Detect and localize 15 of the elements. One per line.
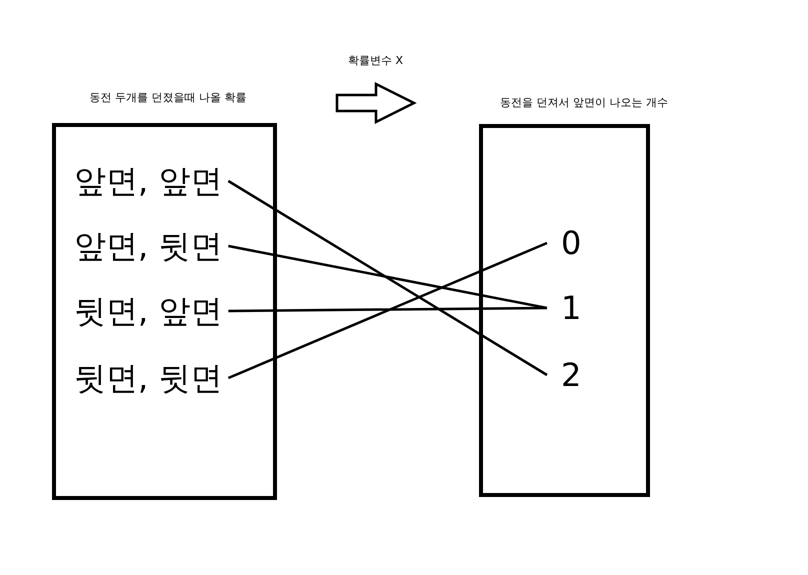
connector-line — [228, 180, 548, 376]
outcome-label: 앞면, 뒷면 — [74, 230, 222, 262]
value-label: 2 — [561, 359, 582, 391]
panel-heading: 동전을 던져서 앞면이 나오는 개수 — [500, 95, 668, 110]
outcome-label: 앞면, 앞면 — [74, 165, 222, 197]
value-label: 0 — [561, 227, 582, 259]
value-label: 1 — [561, 292, 582, 324]
panel-heading: 동전 두개를 던졌을때 나올 확률 — [90, 90, 246, 105]
edge-label: 확률변수 X — [348, 53, 404, 68]
connector-line — [228, 306, 548, 312]
connector-line — [228, 244, 548, 310]
connector-line — [228, 242, 548, 380]
outcome-label: 뒷면, 앞면 — [74, 295, 222, 327]
block-arrow — [336, 82, 417, 124]
outcome-label: 뒷면, 뒷면 — [74, 362, 222, 394]
